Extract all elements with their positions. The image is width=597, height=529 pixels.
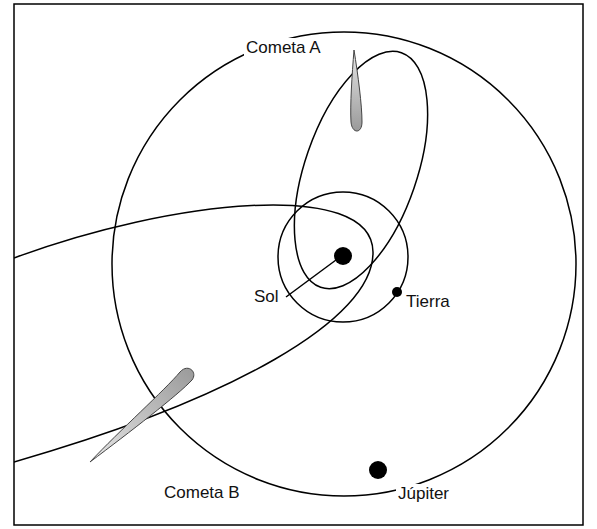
planet-label: Júpiter xyxy=(396,484,451,504)
comet-b xyxy=(90,368,194,462)
comet-label: Cometa B xyxy=(162,483,242,503)
frame xyxy=(14,4,583,525)
jupiter-orbit xyxy=(112,32,576,496)
sun xyxy=(334,247,352,265)
jupiter xyxy=(369,461,387,479)
sun-label: Sol xyxy=(252,287,281,307)
comet-a-orbit xyxy=(268,35,455,306)
leader-line xyxy=(286,260,336,297)
comet-label: Cometa A xyxy=(244,38,323,58)
comet-a xyxy=(351,50,362,131)
planet-label: Tierra xyxy=(404,292,452,312)
earth xyxy=(392,287,402,297)
comet-b-orbit xyxy=(14,205,373,462)
